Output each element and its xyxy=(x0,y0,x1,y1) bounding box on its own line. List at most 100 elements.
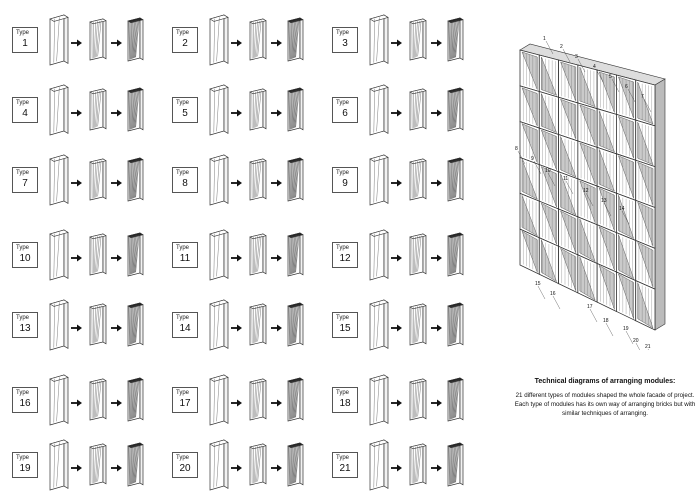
type-word: Type xyxy=(336,390,350,396)
module-frame xyxy=(369,154,389,206)
type-number: 12 xyxy=(339,253,351,264)
facade-module xyxy=(577,140,598,187)
facade-module xyxy=(635,239,656,290)
facade-label: 14 xyxy=(619,206,625,212)
module-complete xyxy=(127,17,144,62)
module-complete xyxy=(127,157,144,202)
type-number: 2 xyxy=(182,38,188,49)
module-sequence xyxy=(209,84,304,136)
module-complete xyxy=(127,87,144,132)
module-frame xyxy=(209,84,229,136)
module-complete xyxy=(127,442,144,487)
facade-module xyxy=(635,79,656,127)
leader-line xyxy=(589,308,598,323)
arrow-icon xyxy=(391,179,402,187)
facade-label: 2 xyxy=(560,44,563,50)
arrow-icon xyxy=(71,399,82,407)
type-word: Type xyxy=(16,315,30,321)
module-frame xyxy=(49,14,69,66)
facade-module xyxy=(577,216,598,265)
type-number: 4 xyxy=(22,108,28,119)
module-complete xyxy=(287,302,304,347)
facade-module xyxy=(616,232,637,282)
type-word: Type xyxy=(176,390,190,396)
module-sequence xyxy=(369,374,464,426)
facade-label: 17 xyxy=(587,304,593,310)
leader-line xyxy=(533,160,542,175)
type-word: Type xyxy=(16,245,30,251)
type-word: Type xyxy=(16,170,30,176)
facade-label: 19 xyxy=(623,326,629,332)
type-word: Type xyxy=(176,315,190,321)
module-frame xyxy=(209,439,229,491)
type-word: Type xyxy=(176,170,190,176)
module-complete xyxy=(127,302,144,347)
arrow-icon xyxy=(391,399,402,407)
type-number: 19 xyxy=(19,463,31,474)
type-word: Type xyxy=(176,30,190,36)
facade-module xyxy=(616,153,637,201)
facade-module xyxy=(577,102,598,148)
facade-label: 11 xyxy=(563,176,568,182)
module-partial xyxy=(409,303,427,346)
leader-line xyxy=(595,68,604,83)
facade-label: 13 xyxy=(601,198,607,204)
module-sequence xyxy=(49,374,144,426)
type-number: 10 xyxy=(19,253,31,264)
leader-line xyxy=(643,98,652,113)
facade-module xyxy=(596,108,617,155)
arrow-icon xyxy=(431,464,442,472)
module-type-10: Type 10 xyxy=(0,220,150,281)
module-frame xyxy=(209,229,229,281)
facade-module xyxy=(538,164,559,210)
module-partial xyxy=(89,233,107,276)
facade-label: 20 xyxy=(633,338,639,344)
facade-module xyxy=(596,185,617,234)
type-word: Type xyxy=(176,245,190,251)
module-partial xyxy=(89,443,107,486)
type-word: Type xyxy=(16,455,30,461)
facade-module xyxy=(519,49,540,93)
module-partial xyxy=(249,18,267,61)
leader-line xyxy=(552,295,561,310)
arrow-icon xyxy=(231,324,242,332)
module-partial xyxy=(409,233,427,276)
facade-module xyxy=(616,113,637,161)
module-sequence xyxy=(369,439,464,491)
facade-module xyxy=(538,237,559,285)
module-partial xyxy=(249,443,267,486)
leader-line xyxy=(565,180,574,195)
module-frame xyxy=(369,14,389,66)
module-type-19: Type 19 xyxy=(0,430,150,491)
type-word: Type xyxy=(336,30,350,36)
facade-label: 21 xyxy=(645,344,651,350)
module-frame xyxy=(49,439,69,491)
arrow-icon xyxy=(71,464,82,472)
arrow-icon xyxy=(391,109,402,117)
facade-label: 10 xyxy=(545,168,551,174)
type-number: 6 xyxy=(342,108,348,119)
arrow-icon xyxy=(111,179,122,187)
facade-module xyxy=(558,245,579,294)
arrow-icon xyxy=(431,109,442,117)
module-complete xyxy=(447,442,464,487)
module-sequence xyxy=(369,84,464,136)
facade-module xyxy=(538,91,559,136)
facade-module xyxy=(538,127,559,173)
facade-module xyxy=(558,171,579,218)
arrow-icon xyxy=(431,179,442,187)
module-partial xyxy=(89,158,107,201)
module-frame xyxy=(49,299,69,351)
